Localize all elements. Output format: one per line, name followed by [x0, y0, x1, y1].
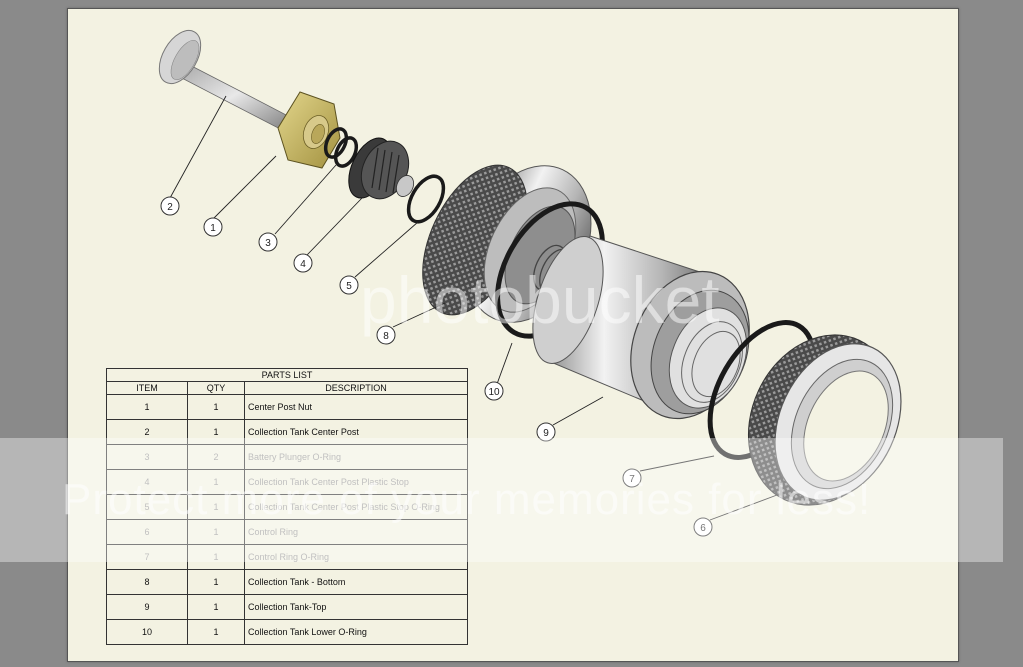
balloon-9: 9 — [536, 422, 556, 442]
balloon-3: 3 — [258, 232, 278, 252]
description-cell: Collection Tank - Bottom — [244, 569, 468, 595]
description-cell: Control Ring — [244, 519, 468, 545]
table-row: 3 2 Battery Plunger O-Ring — [106, 444, 468, 470]
balloon-8: 8 — [376, 325, 396, 345]
description-cell: Collection Tank-Top — [244, 594, 468, 620]
balloon-10: 10 — [484, 381, 504, 401]
table-row: 1 1 Center Post Nut — [106, 394, 468, 420]
description-cell: Control Ring O-Ring — [244, 544, 468, 570]
center-post-part — [158, 29, 293, 133]
item-cell: 9 — [106, 594, 188, 620]
balloon-6: 6 — [693, 517, 713, 537]
parts-list-title: PARTS LIST — [106, 368, 468, 382]
description-cell: Collection Tank Center Post — [244, 419, 468, 445]
qty-cell: 1 — [187, 619, 245, 645]
balloon-7: 7 — [622, 468, 642, 488]
qty-cell: 2 — [187, 444, 245, 470]
column-header-qty: QTY — [187, 381, 245, 395]
watermark-text: Protect more of your memories for less! — [62, 475, 872, 524]
balloon-1: 1 — [203, 217, 223, 237]
svg-text:8: 8 — [383, 331, 389, 342]
item-cell: 8 — [106, 569, 188, 595]
leader-lines — [169, 95, 778, 521]
item-cell: 10 — [106, 619, 188, 645]
column-header-description: DESCRIPTION — [244, 381, 468, 395]
battery-plunger-o-rings-part — [323, 127, 359, 168]
svg-text:5: 5 — [346, 281, 352, 292]
qty-cell: 1 — [187, 569, 245, 595]
balloon-2: 2 — [160, 196, 180, 216]
plastic-stop-part — [348, 137, 415, 200]
item-cell: 5 — [106, 494, 188, 520]
svg-text:10: 10 — [488, 387, 500, 398]
table-row: 2 1 Collection Tank Center Post — [106, 419, 468, 445]
watermark-logo: photobucket — [360, 263, 720, 337]
svg-text:6: 6 — [700, 523, 706, 534]
item-cell: 1 — [106, 394, 188, 420]
qty-cell: 1 — [187, 394, 245, 420]
balloon-4: 4 — [293, 253, 313, 273]
table-row: 10 1 Collection Tank Lower O-Ring — [106, 619, 468, 645]
parts-list-table: PARTS LIST ITEM QTY DESCRIPTION 1 1 Cent… — [106, 368, 468, 645]
balloon-5: 5 — [339, 275, 359, 295]
control-ring-part — [747, 334, 902, 506]
svg-text:1: 1 — [210, 223, 216, 234]
table-row: 6 1 Control Ring — [106, 519, 468, 545]
parts-list-title-row: PARTS LIST — [106, 368, 468, 382]
watermark-band — [0, 438, 1003, 562]
table-row: 9 1 Collection Tank-Top — [106, 594, 468, 620]
description-cell: Collection Tank Lower O-Ring — [244, 619, 468, 645]
table-row: 7 1 Control Ring O-Ring — [106, 544, 468, 570]
plastic-stop-o-ring-part — [406, 174, 446, 224]
qty-cell: 1 — [187, 544, 245, 570]
svg-text:3: 3 — [265, 238, 271, 249]
description-cell: Center Post Nut — [244, 394, 468, 420]
qty-cell: 1 — [187, 594, 245, 620]
svg-text:2: 2 — [167, 202, 173, 213]
parts-list-header-row: ITEM QTY DESCRIPTION — [106, 381, 468, 395]
svg-text:4: 4 — [300, 259, 306, 270]
svg-text:9: 9 — [543, 428, 549, 439]
column-header-item: ITEM — [106, 381, 188, 395]
svg-text:7: 7 — [629, 474, 635, 485]
table-row: 8 1 Collection Tank - Bottom — [106, 569, 468, 595]
item-cell: 3 — [106, 444, 188, 470]
